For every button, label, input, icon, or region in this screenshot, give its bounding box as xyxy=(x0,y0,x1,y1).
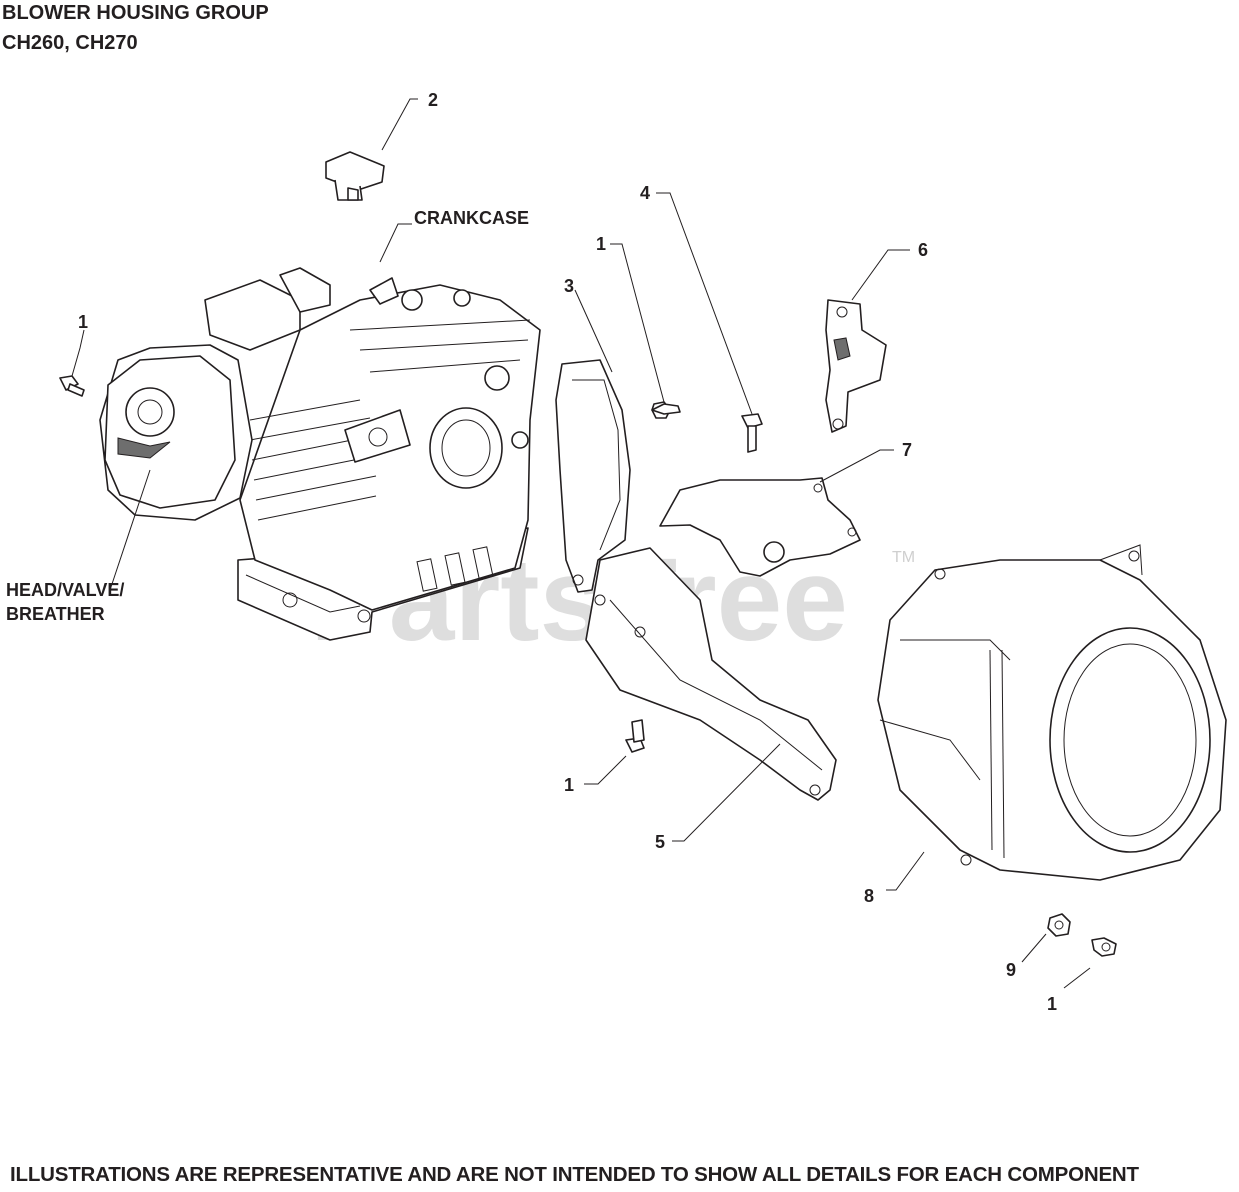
engine-assembly[interactable] xyxy=(99,267,541,641)
callout-6: 6 xyxy=(918,240,928,260)
callout-3: 3 xyxy=(564,276,574,296)
part-1-bolt-a[interactable] xyxy=(59,375,85,397)
disclaimer-footer: ILLUSTRATIONS ARE REPRESENTATIVE AND ARE… xyxy=(10,1163,1139,1186)
callout-8: 8 xyxy=(864,886,874,906)
part-3-baffle[interactable] xyxy=(555,359,631,593)
callout-head-valve-breather-line2: BREATHER xyxy=(6,604,105,624)
part-4-screw[interactable] xyxy=(741,413,763,453)
part-6-bracket[interactable] xyxy=(825,299,887,433)
callout-4: 4 xyxy=(640,183,650,203)
part-8-blower-housing[interactable] xyxy=(877,544,1227,881)
callout-crankcase: CRANKCASE xyxy=(414,208,529,228)
watermark-tm: TM xyxy=(892,549,915,566)
callout-1-c: 1 xyxy=(564,775,574,795)
callout-5: 5 xyxy=(655,832,665,852)
leader-lines xyxy=(71,98,1091,989)
part-2-bracket[interactable] xyxy=(325,151,385,201)
callout-head-valve-breather-line1: HEAD/VALVE/ xyxy=(6,580,124,600)
part-1-bolt-c[interactable] xyxy=(625,719,645,753)
callout-2: 2 xyxy=(428,90,438,110)
callout-1-a: 1 xyxy=(78,312,88,332)
part-1-bolt-d[interactable] xyxy=(1091,937,1117,957)
diagram-title: BLOWER HOUSING GROUP xyxy=(2,2,269,24)
callout-7: 7 xyxy=(902,440,912,460)
part-9-nut[interactable] xyxy=(1047,913,1071,937)
part-5-cylinder-baffle[interactable] xyxy=(585,547,837,801)
part-7-baffle[interactable] xyxy=(659,477,861,577)
part-1-bolt-b[interactable] xyxy=(651,401,681,419)
callout-1-d: 1 xyxy=(1047,994,1057,1014)
callout-1-b: 1 xyxy=(596,234,606,254)
diagram-subtitle: CH260, CH270 xyxy=(2,32,138,54)
callout-9: 9 xyxy=(1006,960,1016,980)
